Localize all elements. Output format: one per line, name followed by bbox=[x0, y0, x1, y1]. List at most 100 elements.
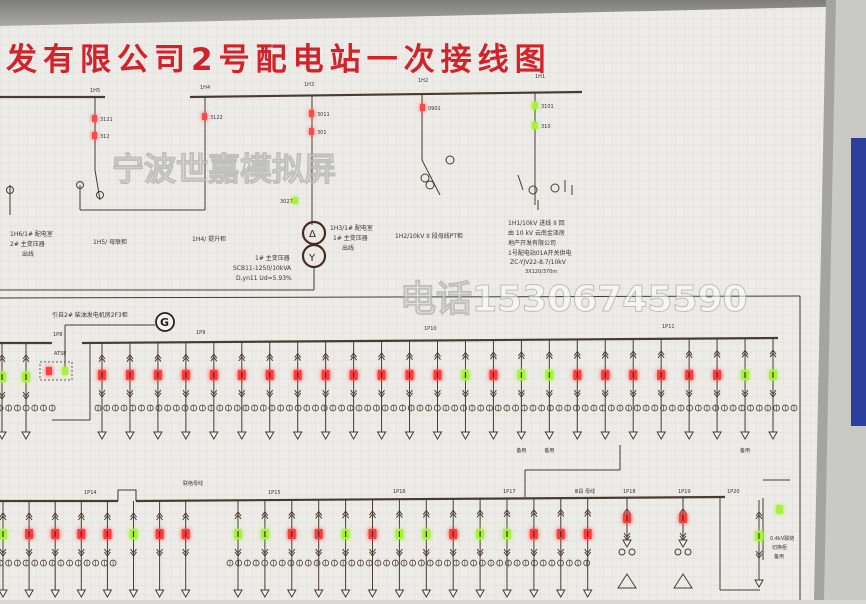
side-screen bbox=[851, 138, 866, 426]
feeder-circuit bbox=[376, 341, 387, 441]
drawout-contact-icon bbox=[0, 391, 6, 400]
drawout-contact-icon bbox=[182, 353, 190, 362]
load-arrow-icon bbox=[376, 431, 387, 441]
transformer-vector-group: D,yn11 Ud=5.93% bbox=[236, 275, 292, 282]
breaker-tag: 312 bbox=[100, 134, 110, 140]
drawout-contact-icon bbox=[126, 389, 134, 398]
status-lamp-on bbox=[92, 132, 97, 139]
load-arrow-icon bbox=[421, 589, 432, 599]
feeder-circuit bbox=[529, 497, 539, 599]
load-arrow-icon bbox=[475, 589, 485, 599]
load-arrow-icon bbox=[394, 589, 405, 599]
panel-1h2-description: 1H2/10kV II 段母线PT柜 bbox=[395, 232, 463, 240]
drawout-contact-icon bbox=[369, 548, 376, 557]
feeder-circuit bbox=[622, 497, 632, 549]
feeder-circuit bbox=[712, 338, 722, 441]
breaker-tag: 3121 bbox=[100, 117, 113, 123]
wye-symbol: Y bbox=[308, 253, 316, 264]
generator-icon bbox=[155, 312, 175, 332]
feeder-circuit bbox=[50, 501, 61, 599]
drawout-contact-icon bbox=[51, 512, 59, 521]
load-arrow-icon bbox=[516, 431, 527, 441]
desc-line: 出线 bbox=[22, 250, 34, 258]
load-arrow-icon bbox=[76, 589, 87, 599]
drawout-contact-icon bbox=[369, 510, 376, 519]
feeder-circuit bbox=[475, 498, 485, 599]
delta-symbol: Δ bbox=[309, 229, 316, 240]
feeder-circuit bbox=[320, 341, 331, 441]
desc-line: 地产开发有限公司 bbox=[508, 239, 556, 247]
load-arrow-icon bbox=[0, 431, 7, 441]
feeder-circuit bbox=[432, 340, 443, 441]
drawout-contact-icon bbox=[685, 389, 693, 398]
bus-label-1p20: 1P20 bbox=[727, 489, 740, 495]
load-arrow-icon bbox=[286, 589, 297, 599]
feeder-circuit bbox=[600, 339, 611, 441]
drawout-contact-icon bbox=[713, 389, 721, 398]
load-arrow-icon bbox=[572, 431, 583, 441]
transformer-model: SCB11-1250/10kVA bbox=[233, 265, 292, 272]
drawout-contact-icon bbox=[462, 351, 469, 360]
load-arrow-icon bbox=[233, 589, 243, 599]
load-arrow-icon bbox=[24, 589, 34, 599]
drawout-contact-icon bbox=[261, 510, 269, 520]
feeder-circuit bbox=[678, 497, 688, 549]
status-lamp-off bbox=[292, 197, 298, 204]
load-arrow-icon bbox=[260, 589, 270, 599]
desc-line: 0.4kV联络 bbox=[770, 535, 794, 542]
top-frame bbox=[0, 0, 866, 26]
drawout-contact-icon bbox=[517, 389, 525, 398]
feeder-circuit bbox=[153, 342, 163, 441]
load-arrow-icon bbox=[292, 431, 303, 441]
load-arrow-icon bbox=[529, 589, 539, 599]
drawout-contact-icon bbox=[234, 548, 242, 557]
drawout-contact-icon bbox=[573, 389, 581, 398]
feeder-circuits: 备用备用备用 bbox=[0, 338, 798, 599]
drawout-contact-icon bbox=[422, 509, 430, 518]
feeder-circuit bbox=[292, 341, 303, 441]
load-arrow-icon bbox=[656, 431, 667, 441]
drawout-contact-icon bbox=[755, 550, 763, 559]
feeder-circuit bbox=[260, 499, 270, 599]
drawout-contact-icon bbox=[266, 389, 274, 398]
feeder-circuit bbox=[264, 341, 275, 441]
feeder-circuit bbox=[0, 343, 7, 441]
bus-label-1p9: 1P9 bbox=[196, 330, 205, 336]
feeder-circuit bbox=[208, 342, 219, 441]
current-transformer-icon bbox=[674, 548, 682, 556]
drawout-contact-icon bbox=[288, 510, 296, 519]
bus-label-1p17: 1P17 bbox=[503, 489, 516, 495]
feeder-circuit bbox=[516, 340, 527, 441]
drawout-contact-icon bbox=[154, 389, 162, 398]
drawout-contact-icon bbox=[342, 510, 349, 519]
load-arrow-icon bbox=[153, 431, 163, 441]
feeder-circuit bbox=[740, 338, 750, 441]
drawout-contact-icon bbox=[396, 548, 403, 557]
drawout-contact-icon bbox=[294, 352, 302, 361]
drawout-contact-icon bbox=[315, 510, 323, 519]
status-lamp-on bbox=[309, 110, 314, 117]
drawout-contact-icon bbox=[657, 389, 665, 398]
drawout-contact-icon bbox=[573, 350, 581, 359]
load-arrow-icon bbox=[181, 431, 191, 441]
drawout-contact-icon bbox=[98, 389, 106, 398]
atse-lamp-off bbox=[62, 367, 68, 375]
atse-label: ATSE bbox=[54, 351, 66, 357]
feeder-circuit bbox=[582, 497, 593, 599]
load-arrow-icon bbox=[264, 431, 275, 441]
feeder-label: 备用 bbox=[516, 447, 526, 454]
status-lamp-on bbox=[420, 104, 425, 111]
panel-label-1h5: 1H5 bbox=[90, 88, 100, 94]
drawout-contact-icon bbox=[503, 548, 511, 557]
desc-line: 1H1/10kV 进线 II 回 bbox=[508, 219, 565, 227]
load-arrow-icon bbox=[684, 431, 694, 441]
load-arrow-icon bbox=[0, 589, 8, 599]
bus-label-1p14: 1P14 bbox=[84, 490, 97, 496]
load-arrow-icon bbox=[712, 431, 722, 441]
breaker-tag: 0901 bbox=[428, 106, 441, 112]
desc-line: 备用 bbox=[774, 553, 784, 560]
delta-load-icon bbox=[673, 573, 693, 589]
drawout-contact-icon bbox=[557, 508, 565, 517]
